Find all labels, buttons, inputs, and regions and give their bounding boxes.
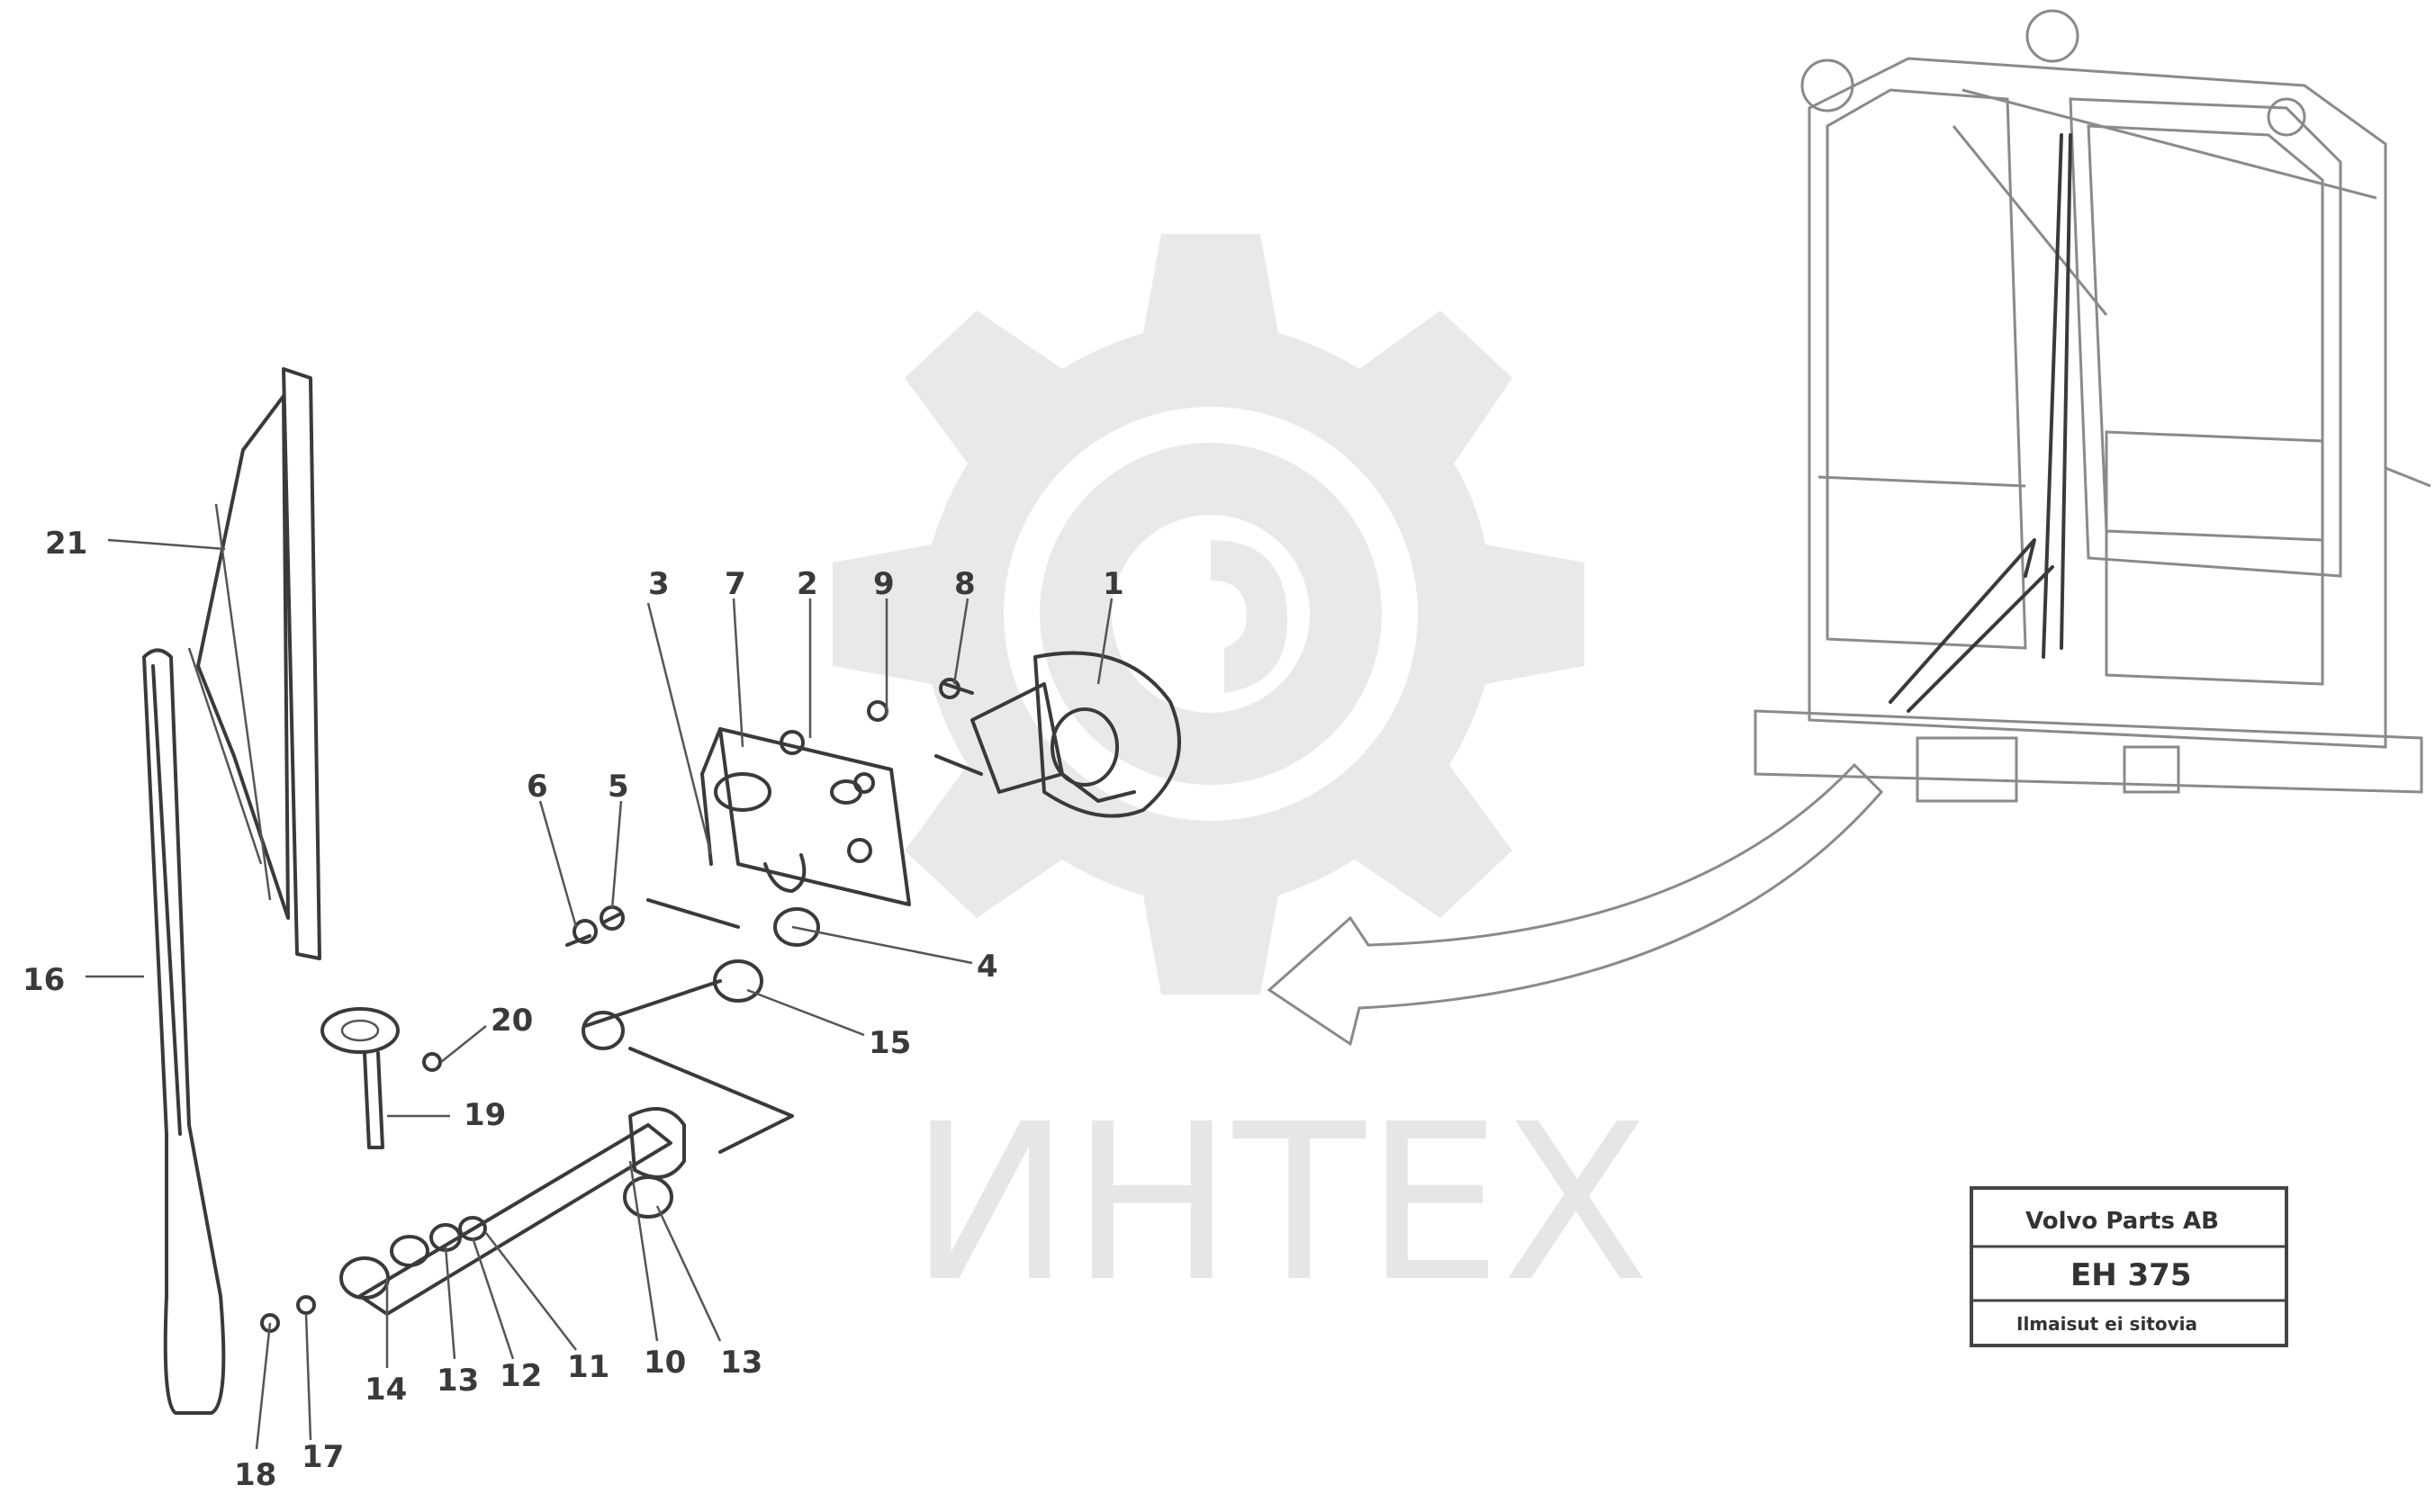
- stamp-company: Volvo Parts AB: [2025, 1208, 2219, 1235]
- callout-18: 18: [234, 1457, 276, 1493]
- callout-4: 4: [977, 949, 998, 985]
- stamp-code: EH 375: [2070, 1257, 2192, 1293]
- callout-8: 8: [954, 566, 976, 602]
- callout-19: 19: [464, 1097, 506, 1133]
- leader-lines: [86, 538, 1114, 1450]
- watermark-text: ИНТЕХ: [909, 1077, 1650, 1329]
- callout-6: 6: [527, 769, 548, 805]
- callout-12: 12: [500, 1358, 542, 1394]
- callout-20: 20: [491, 1003, 533, 1039]
- view-arrow: [1267, 762, 1884, 1047]
- callout-numbers: 21 16 3 7 2 9 8 1 6 5 4 15 20 19 14 13 1…: [23, 526, 1124, 1493]
- callout-2: 2: [797, 566, 818, 602]
- callout-1: 1: [1103, 566, 1124, 602]
- callout-5: 5: [608, 769, 629, 805]
- callout-7: 7: [725, 566, 746, 602]
- callout-13a: 13: [437, 1363, 479, 1399]
- callout-13b: 13: [720, 1345, 762, 1381]
- callout-15: 15: [869, 1025, 911, 1061]
- callout-3: 3: [648, 566, 670, 602]
- callout-10: 10: [644, 1345, 686, 1381]
- callout-21: 21: [45, 526, 87, 562]
- part-21-wiper-blade: [187, 367, 321, 960]
- part-19-20-shaft: [320, 1007, 442, 1149]
- callout-9: 9: [873, 566, 895, 602]
- part-16-wiper-arm: [142, 648, 226, 1415]
- callout-11: 11: [567, 1349, 609, 1385]
- watermark-gear-logo: [833, 234, 1584, 994]
- link-rod-assembly: [260, 1107, 686, 1333]
- callout-16: 16: [23, 962, 65, 998]
- callout-17: 17: [302, 1439, 344, 1475]
- reference-stamp: Volvo Parts AB EH 375 Ilmaisut ei sitovi…: [1970, 1186, 2288, 1347]
- stamp-note: Ilmaisut ei sitovia: [2016, 1313, 2197, 1335]
- callout-14: 14: [365, 1372, 407, 1408]
- machine-cab: [1754, 9, 2431, 803]
